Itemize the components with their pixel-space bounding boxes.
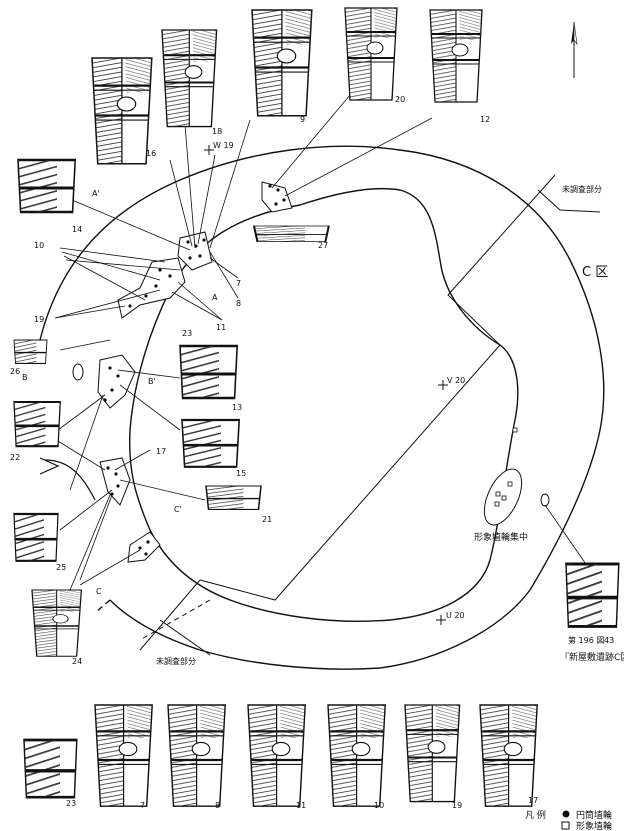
vessel-7-bottom: 7	[93, 703, 154, 810]
svg-text:21: 21	[262, 515, 272, 524]
cluster-label: 形象埴輪集中	[474, 531, 528, 543]
vessel-11-bottom: 11	[246, 703, 307, 810]
svg-text:15: 15	[236, 469, 246, 478]
vessel-20: 20	[344, 7, 405, 104]
vessel-15: 15	[180, 418, 246, 478]
figure-caption: 第 196 図	[568, 635, 604, 645]
svg-text:A': A'	[92, 189, 100, 198]
svg-text:7: 7	[140, 801, 145, 810]
svg-text:U 20: U 20	[446, 611, 465, 620]
svg-text:17: 17	[528, 796, 538, 805]
vessel-27: 27	[252, 224, 331, 250]
site-caption: 『新屋敷遺跡C区』	[560, 651, 624, 663]
svg-text:14: 14	[72, 225, 82, 234]
unsurveyed-label-sw: 未調査部分	[156, 656, 196, 666]
vessel-9: 9	[250, 8, 313, 124]
figure-number: 43	[604, 636, 614, 645]
svg-text:23: 23	[66, 799, 76, 808]
svg-text:12: 12	[480, 115, 490, 124]
vessel-26: 26	[10, 339, 48, 376]
svg-text:9: 9	[300, 115, 305, 124]
zone-label: C 区	[582, 265, 608, 280]
svg-text:11: 11	[296, 801, 306, 810]
vessel-label-23: 23	[182, 329, 192, 338]
open-square-icon	[561, 821, 570, 830]
filled-circle-icon	[562, 810, 570, 818]
vessel-16: 16	[90, 56, 156, 165]
svg-text:27: 27	[318, 241, 328, 250]
north-arrow-icon	[571, 21, 578, 78]
vessel-label-19: 19	[34, 315, 44, 324]
moat-inner-edge	[128, 187, 519, 622]
svg-text:22: 22	[10, 453, 20, 462]
svg-text:25: 25	[56, 563, 66, 572]
vessel-22: 22	[10, 400, 62, 462]
vessel-label-7: 7	[236, 279, 241, 288]
svg-text:16: 16	[146, 149, 156, 158]
svg-text:26: 26	[10, 367, 20, 376]
svg-text:10: 10	[374, 801, 384, 810]
grid-point-u20: U 20	[436, 611, 465, 625]
svg-text:C: C	[96, 587, 102, 596]
legend-item-cylindrical: 円筒埴輪	[576, 809, 612, 821]
vessel-12: 12	[429, 9, 490, 124]
svg-text:13: 13	[232, 403, 242, 412]
section-marks: A' A B B' C' C	[22, 189, 218, 596]
svg-text:B': B'	[148, 377, 156, 386]
vessel-17-bottom: 17	[478, 703, 539, 808]
svg-text:B: B	[22, 373, 28, 382]
vessel-21: 21	[205, 485, 272, 524]
svg-text:V 20: V 20	[447, 376, 465, 385]
legend-title: 凡 例	[525, 809, 546, 821]
legend-item-figurative: 形象埴輪	[576, 820, 612, 831]
svg-text:18: 18	[212, 127, 222, 136]
svg-text:W 19: W 19	[213, 141, 234, 150]
vessel-label-17: 17	[156, 447, 166, 456]
svg-text:20: 20	[395, 95, 405, 104]
grid-point-v20: V 20	[438, 376, 465, 390]
svg-text:A: A	[212, 293, 218, 302]
unsurveyed-label-ne: 未調査部分	[562, 184, 602, 194]
vessel-18: 18	[160, 28, 222, 136]
svg-text:24: 24	[72, 657, 82, 666]
vessel-24: 24	[31, 589, 83, 666]
vessel-label-10: 10	[34, 241, 44, 250]
vessel-8-bottom: 8	[166, 703, 227, 810]
vessel-label-11: 11	[216, 323, 226, 332]
svg-text:8: 8	[215, 801, 220, 810]
vessel-label-8: 8	[236, 299, 241, 308]
vessel-19-bottom: 19	[403, 703, 462, 810]
vessel-13: 13	[178, 344, 242, 412]
svg-text:19: 19	[452, 801, 462, 810]
vessel-23-bottom: 23	[22, 738, 79, 808]
legend: 凡 例 円筒埴輪 形象埴輪	[525, 809, 612, 831]
vessel-25: 25	[12, 512, 66, 572]
vessel-43	[564, 562, 621, 629]
moat-outer-edge	[39, 145, 605, 670]
vessel-10-bottom: 10	[326, 703, 387, 810]
svg-text:C': C'	[174, 505, 182, 514]
vessel-14: 14	[16, 158, 82, 234]
grid-point-w19: W 19	[204, 141, 234, 155]
